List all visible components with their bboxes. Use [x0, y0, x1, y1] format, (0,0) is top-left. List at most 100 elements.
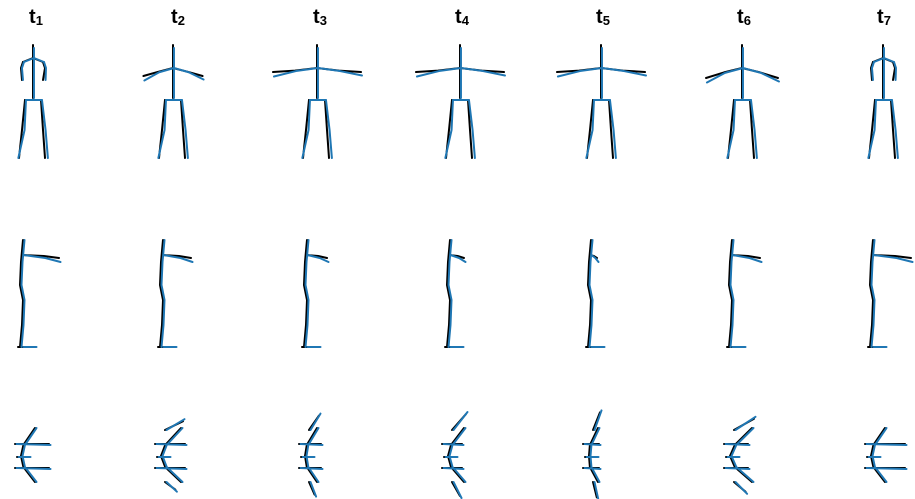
ground-truth-body	[728, 239, 733, 348]
prediction-body	[870, 239, 876, 348]
prediction-body	[20, 239, 26, 348]
time-step-letter: t	[313, 6, 320, 28]
ground-truth-body	[159, 239, 164, 348]
prediction-body	[447, 239, 453, 348]
side-view-skeleton-3	[301, 239, 330, 348]
time-step-letter: t	[455, 6, 462, 28]
prediction-arm	[22, 254, 62, 263]
prediction-left-leg	[17, 99, 27, 159]
prediction-arm-up	[309, 412, 322, 431]
time-step-label-1: t1	[29, 6, 43, 29]
side-view-skeleton-4	[444, 239, 467, 348]
prediction-body	[588, 239, 594, 348]
time-step-letter: t	[29, 6, 36, 28]
prediction-shoulder-bar	[299, 443, 324, 446]
prediction-hip-bar	[15, 467, 52, 470]
prediction-arms	[415, 67, 506, 78]
front-view-skeleton-1	[17, 44, 49, 159]
time-step-label-3: t3	[313, 6, 327, 29]
ground-truth-right-leg	[749, 99, 755, 159]
time-step-index: 1	[35, 13, 43, 28]
ground-truth-right-leg	[467, 99, 473, 159]
prediction-arms	[272, 67, 363, 78]
time-step-index: 7	[883, 13, 891, 28]
prediction-body	[304, 239, 310, 348]
time-step-letter: t	[596, 6, 603, 28]
ground-truth-spine	[160, 427, 182, 483]
ground-truth-body	[446, 239, 451, 348]
ground-truth-right-leg	[890, 99, 896, 159]
time-step-label-5: t5	[596, 6, 610, 29]
top-view-skeleton-5	[582, 409, 603, 499]
prediction-left-arm	[20, 61, 25, 81]
prediction-arm	[872, 254, 914, 263]
time-step-label-4: t4	[455, 6, 469, 29]
time-step-index: 4	[461, 13, 469, 28]
prediction-right-leg	[749, 99, 758, 159]
prediction-right-leg	[40, 99, 49, 159]
time-step-label-7: t7	[877, 6, 891, 29]
prediction-shoulder-bar	[155, 443, 188, 446]
time-step-index: 6	[743, 13, 751, 28]
front-view-skeleton-7	[867, 44, 899, 159]
ground-truth-body	[869, 239, 874, 348]
prediction-arm	[162, 254, 194, 263]
front-view-skeleton-4	[415, 44, 506, 159]
prediction-arm-down	[165, 481, 178, 493]
prediction-spine	[589, 427, 601, 483]
prediction-arm	[590, 254, 600, 263]
prediction-right-arm	[42, 61, 47, 81]
time-step-index: 3	[319, 13, 327, 28]
prediction-arms	[556, 67, 647, 78]
front-view-skeleton-2	[142, 44, 205, 159]
prediction-right-leg	[180, 99, 189, 159]
time-step-index: 2	[177, 13, 185, 28]
ground-truth-body	[587, 239, 592, 348]
prediction-spine	[161, 427, 184, 483]
top-view-skeleton-7	[864, 427, 908, 483]
prediction-arm-down	[593, 481, 600, 499]
prediction-hip-bar	[299, 467, 324, 470]
prediction-arm-down	[734, 481, 749, 495]
prediction-spine	[448, 427, 467, 483]
prediction-right-arm	[892, 61, 897, 81]
prediction-arms	[705, 67, 780, 84]
prediction-shoulders	[872, 57, 895, 63]
prediction-body	[160, 239, 166, 348]
prediction-shoulder-bar	[865, 443, 908, 446]
time-step-letter: t	[877, 6, 884, 28]
prediction-spine	[730, 427, 755, 483]
prediction-left-leg	[726, 99, 736, 159]
prediction-right-leg	[467, 99, 476, 159]
prediction-body	[729, 239, 735, 348]
prediction-spine	[21, 427, 38, 483]
prediction-arm-up	[734, 415, 757, 431]
top-view-skeleton-3	[298, 412, 324, 498]
top-view-skeleton-6	[723, 415, 757, 495]
prediction-shoulder-bar	[15, 443, 52, 446]
top-view-skeleton-1	[14, 427, 52, 483]
prediction-spine	[871, 427, 888, 483]
prediction-arm-down	[309, 481, 318, 498]
ground-truth-arm-down	[592, 481, 598, 499]
prediction-right-leg	[890, 99, 899, 159]
prediction-left-leg	[157, 99, 167, 159]
prediction-left-leg	[867, 99, 877, 159]
ground-truth-right-leg	[180, 99, 186, 159]
prediction-arm-up	[165, 418, 186, 431]
prediction-left-leg	[444, 99, 454, 159]
prediction-shoulders	[22, 57, 45, 63]
prediction-arms	[143, 67, 205, 82]
prediction-left-leg	[585, 99, 595, 159]
prediction-arm-up	[452, 411, 469, 431]
side-view-skeleton-6	[726, 239, 763, 348]
prediction-left-arm	[870, 61, 875, 81]
side-view-skeleton-1	[17, 239, 62, 348]
top-view-skeleton-2	[154, 418, 188, 493]
front-view-skeleton-3	[272, 44, 363, 159]
ground-truth-body	[19, 239, 24, 348]
ground-truth-spine	[729, 427, 753, 483]
prediction-arm	[449, 254, 467, 263]
